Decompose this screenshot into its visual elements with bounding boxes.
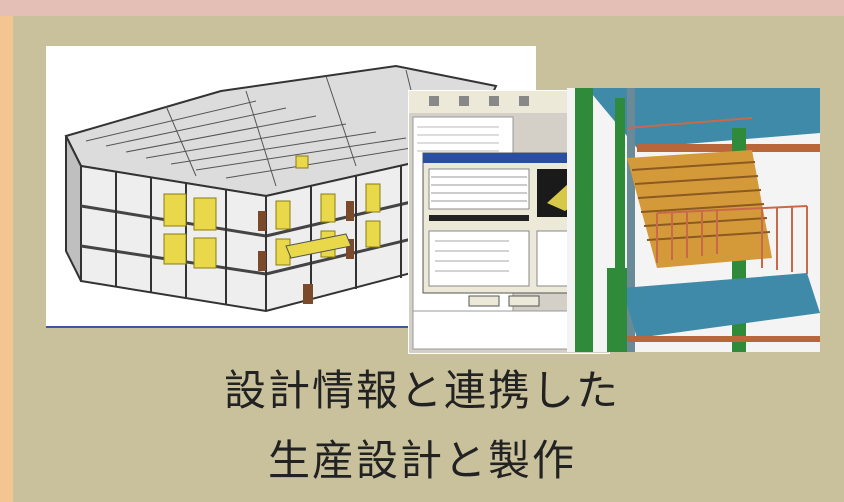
caption-line-1: 設計情報と連携した <box>223 366 620 415</box>
top-band <box>0 0 844 16</box>
steel-stair-drawing <box>567 88 820 352</box>
caption-line-2: 生産設計と製作 <box>267 436 576 485</box>
steel-stair-model-image <box>567 88 820 352</box>
left-accent-band <box>0 16 13 502</box>
